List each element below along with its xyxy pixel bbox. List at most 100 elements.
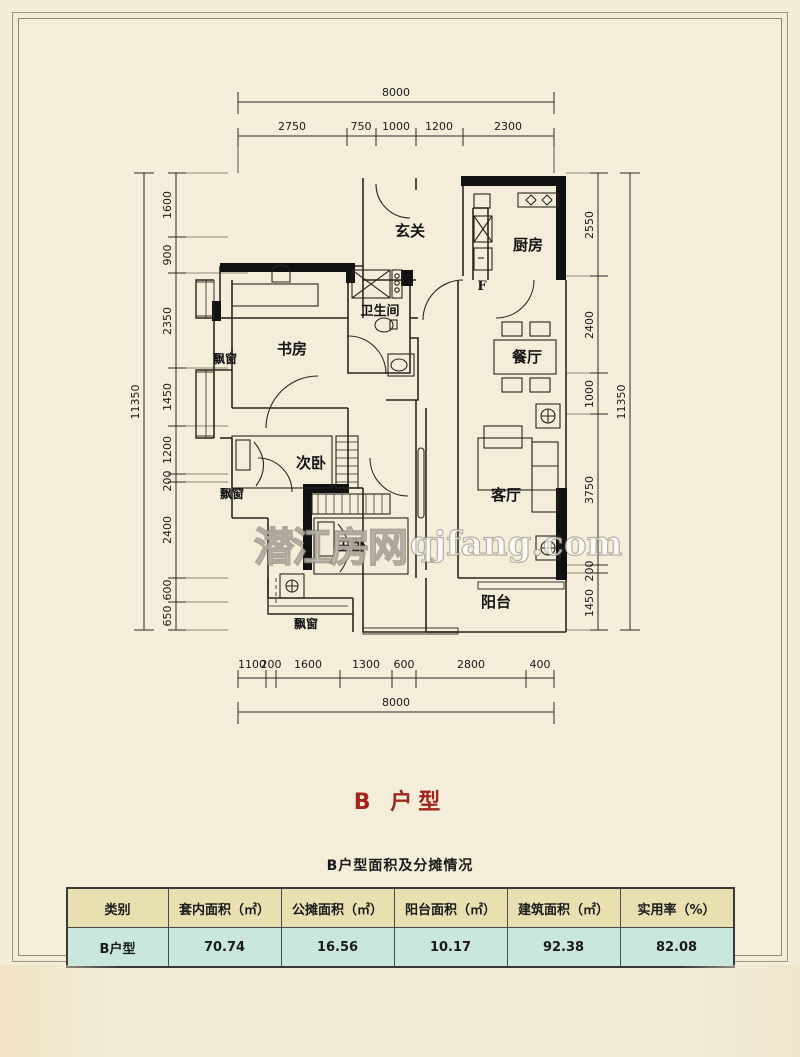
dim-left-seg-0: 1600 [161,191,174,219]
dining-chair-4 [529,377,551,393]
label-bay-window-study: 飘窗 [213,351,237,366]
dim-left-overall: 11350 [129,385,142,420]
door-swings [257,183,535,497]
area-table-title: B户型面积及分摊情况 [326,858,474,874]
coffee-table-icon [477,437,533,491]
dim-right-seg-2: 1000 [583,380,596,408]
walls-thin [213,178,567,633]
dimension-top-labels: 8000 2750 750 1000 1200 2300 [278,86,522,133]
room-label-master-bedroom: 主卧 [336,536,366,554]
side-table-master-icon [279,573,305,599]
dimension-left-labels: 11350 1600 900 2350 1450 1200 200 2400 6… [129,191,174,627]
room-label-bathroom: 卫生间 [360,303,399,319]
table-header-row: 类别 套内面积（㎡） 公摊面积（㎡） 阳台面积（㎡） 建筑面积（㎡） 实用率（%… [66,887,734,928]
dim-left-seg-2: 2350 [161,307,174,335]
col-header-category: 类别 [66,887,169,928]
dining-furniture [493,321,557,393]
dim-top-seg-4: 2300 [494,120,522,133]
dimension-top [237,92,555,173]
dim-top-overall: 8000 [382,86,410,99]
col-header-shared-area: 公摊面积（㎡） [280,887,395,928]
pillow-second-icon [235,439,251,471]
plan-caption: B 户型 [353,790,447,815]
col-header-balcony-area: 阳台面积（㎡） [393,887,508,928]
dining-chair-1 [501,321,523,337]
dim-top-seg-3: 1200 [425,120,453,133]
label-fridge: F [477,279,487,294]
wall-left-master [303,484,312,570]
dim-left-seg-7: 600 [161,580,174,601]
vanity-icon [387,353,415,377]
desk-icon [231,283,319,307]
sink-icon [473,215,493,243]
pillow-master-icon [317,521,335,557]
gold-band-left-fade [0,965,120,1057]
area-table-body: B户型 70.74 16.56 10.17 92.38 82.08 [66,927,734,968]
bed-master-icon [313,517,409,575]
dim-left-seg-8: 650 [161,606,174,627]
dim-right-seg-1: 2400 [583,311,596,339]
label-bay-window-second: 飘窗 [220,486,244,501]
dimension-left [134,172,248,631]
dimension-right [566,172,640,631]
wardrobe-second-icon [335,435,359,489]
bay-window-master-shape [267,578,353,615]
dim-right-seg-0: 2550 [583,211,596,239]
second-bedroom-furniture [231,435,359,489]
bay-window-labels: 飘窗 飘窗 飘窗 [213,351,318,631]
door-kitchen [495,279,535,319]
dim-left-seg-6: 2400 [161,516,174,544]
fridge-box-icon [473,247,493,271]
dim-left-seg-3: 1450 [161,383,174,411]
label-bay-window-master: 飘窗 [294,616,318,631]
stove-icon [517,192,559,208]
dim-top-seg-2: 1000 [382,120,410,133]
dimension-bottom [237,670,555,724]
dim-bot-seg-4: 600 [394,658,415,671]
bed-second-icon [231,435,333,489]
room-label-living: 客厅 [490,486,521,504]
wall-bath-left [346,263,355,283]
dim-left-seg-1: 900 [161,245,174,266]
dim-bot-seg-2: 1600 [294,658,322,671]
room-label-kitchen: 厨房 [513,236,543,254]
dim-left-seg-5: 200 [161,471,174,492]
wall-top-kitchen [461,176,566,186]
bay-window-study-shape [195,279,214,319]
dim-right-seg-5: 1450 [583,589,596,617]
cell-indoor-area: 70.74 [167,927,282,968]
dim-bot-seg-1: 200 [261,658,282,671]
dim-left-seg-4: 1200 [161,436,174,464]
wall-bath-right [401,270,413,286]
dim-bot-seg-6: 400 [530,658,551,671]
dim-right-seg-3: 3750 [583,476,596,504]
bay-windows [195,279,353,615]
tub-icon [391,269,403,299]
dim-top-seg-1: 750 [351,120,372,133]
bay-window-second-shape [195,369,214,439]
living-furniture [417,403,561,561]
floor-plan: 8000 2750 750 1000 1200 2300 [18,18,782,815]
chair-icon [271,264,291,283]
dim-top-seg-0: 2750 [278,120,306,133]
wall-top-study [220,263,350,272]
col-header-usage-rate: 实用率（%） [619,887,734,928]
bathroom-fixtures [351,269,415,377]
door-entry-inner [422,279,464,321]
dimension-right-labels: 2550 2400 1000 3750 200 1450 11350 [583,211,628,617]
dining-table-icon [493,339,557,375]
dining-chair-2 [529,321,551,337]
cell-usage-rate: 82.08 [619,927,734,968]
sofa-icon [531,441,559,513]
kitchen-fixtures [473,192,559,271]
door-study [265,375,319,429]
dim-bot-seg-0: 1100 [238,658,266,671]
gold-band-right-fade [680,965,800,1057]
area-table-block: B户型面积及分摊情况 类别 套内面积（㎡） 公摊面积（㎡） 阳台面积（㎡） 建筑… [18,855,782,968]
dining-chair-3 [501,377,523,393]
area-table-head: 类别 套内面积（㎡） 公摊面积（㎡） 阳台面积（㎡） 建筑面积（㎡） 实用率（%… [66,887,734,928]
floor-plan-drawing: 8000 2750 750 1000 1200 2300 [129,86,640,724]
wall-right-kitchen [556,176,566,280]
dim-bot-seg-5: 2800 [457,658,485,671]
